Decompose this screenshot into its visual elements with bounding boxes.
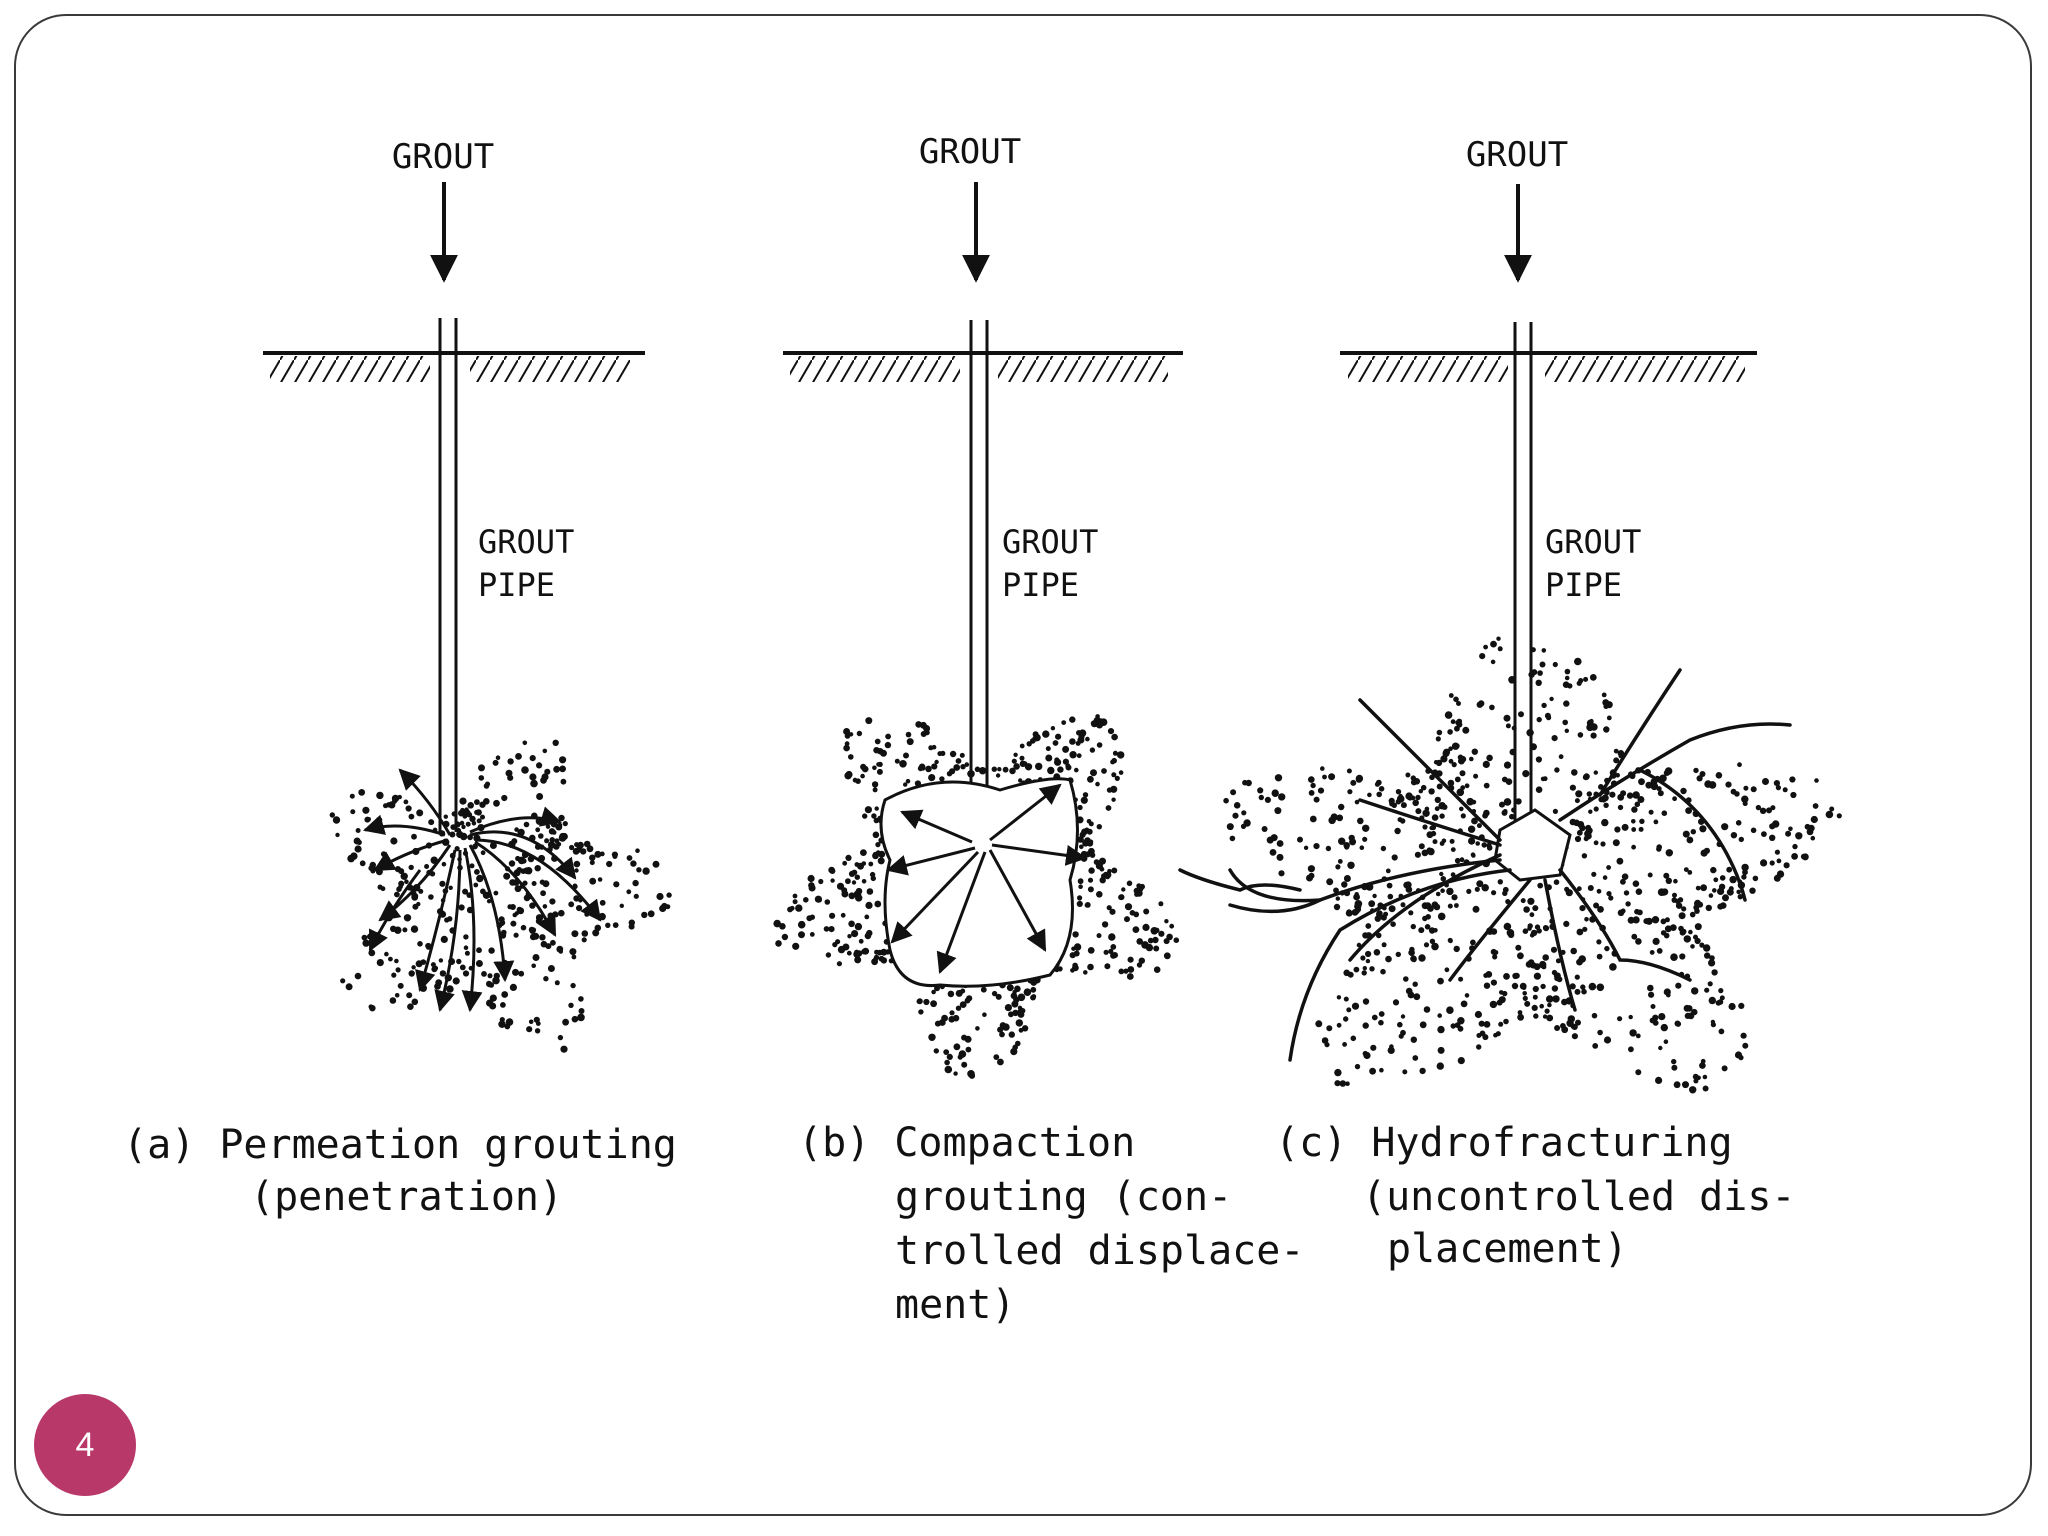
caption-line3: trolled displace- — [895, 1228, 1304, 1274]
page-number: 4 — [75, 1425, 95, 1464]
grouted-zone-dots — [329, 739, 672, 1053]
caption-line2: grouting (con- — [895, 1174, 1232, 1220]
caption-line1: (c) Hydrofracturing — [1275, 1120, 1733, 1166]
caption-line1: (a) Permeation grouting — [123, 1122, 677, 1168]
grout-pipe — [969, 320, 989, 830]
compaction-flow-arrows — [885, 783, 1088, 974]
caption-line2: (penetration) — [250, 1174, 563, 1220]
permeation-flow-arrows — [362, 768, 602, 1013]
grout-pipe — [1513, 322, 1533, 835]
grout-label: GROUT — [392, 137, 494, 177]
fracture-lines — [1178, 668, 1792, 1062]
ground-surface — [783, 351, 1183, 382]
caption-line2: (uncontrolled dis- — [1362, 1174, 1795, 1220]
pipe-label-line2: PIPE — [478, 566, 555, 604]
pipe-label-line1: GROUT — [478, 523, 574, 561]
caption-line4: ment) — [895, 1282, 1015, 1328]
ground-surface — [263, 351, 645, 382]
pipe-label-line2: PIPE — [1545, 566, 1622, 604]
panel-compaction: GROUT GROUT PIPE (b) Compaction grouting… — [773, 132, 1304, 1328]
ground-surface — [1340, 351, 1757, 382]
grout-pipe — [438, 318, 458, 832]
pipe-label-line1: GROUT — [1002, 523, 1098, 561]
pipe-label-line2: PIPE — [1002, 566, 1079, 604]
caption-line3: placement) — [1387, 1226, 1628, 1272]
pipe-label-line1: GROUT — [1545, 523, 1641, 561]
panel-permeation: GROUT GROUT PIPE (a) P — [123, 137, 677, 1220]
grout-label: GROUT — [1466, 135, 1568, 175]
grout-bulb — [879, 777, 1079, 988]
grout-label: GROUT — [919, 132, 1021, 172]
panel-hydrofracturing: GROUT GROUT PIPE — [1178, 135, 1842, 1272]
caption-line1: (b) Compaction — [798, 1120, 1135, 1166]
fractured-zone-dots — [1223, 636, 1842, 1094]
page-number-badge: 4 — [34, 1394, 136, 1496]
